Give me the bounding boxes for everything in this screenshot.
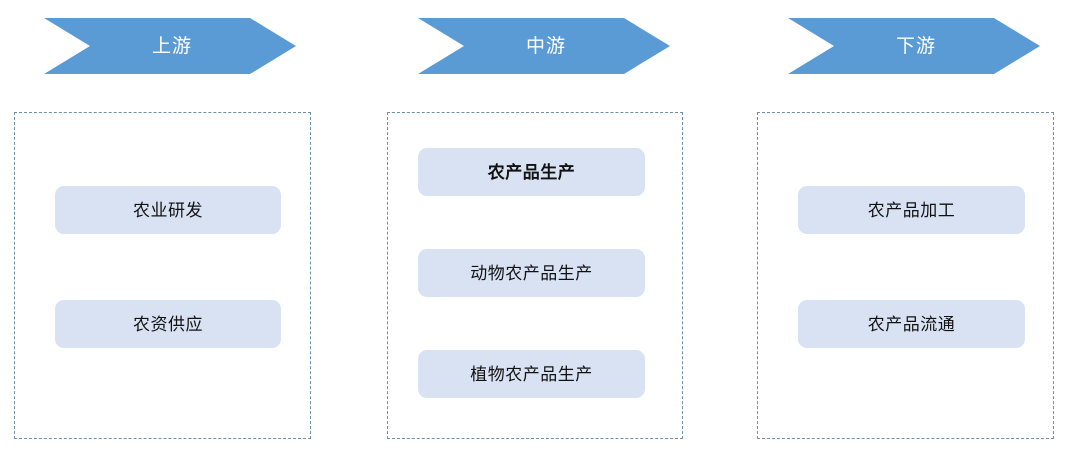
stage-banner-label-downstream: 下游 <box>895 35 936 57</box>
chain-node-downstream-1[interactable]: 农产品加工 <box>798 186 1025 234</box>
stage-banner-upstream: 上游 <box>44 18 296 74</box>
chain-node-midstream-1[interactable]: 农产品生产 <box>418 148 645 196</box>
stage-container-midstream <box>387 112 683 439</box>
chain-node-label: 植物农产品生产 <box>470 364 593 384</box>
chain-node-midstream-2[interactable]: 动物农产品生产 <box>418 249 645 297</box>
stage-container-upstream <box>14 112 311 439</box>
stage-banner-midstream: 中游 <box>418 18 670 74</box>
chain-node-label: 农业研发 <box>133 200 203 220</box>
stage-banner-label-upstream: 上游 <box>151 35 192 57</box>
chain-node-label: 农产品生产 <box>487 162 576 182</box>
chain-node-upstream-1[interactable]: 农业研发 <box>55 186 281 234</box>
chain-node-label: 农产品加工 <box>867 200 956 220</box>
stage-banner-downstream: 下游 <box>788 18 1040 74</box>
chain-node-midstream-3[interactable]: 植物农产品生产 <box>418 350 645 398</box>
chain-node-label: 农资供应 <box>133 314 203 334</box>
chain-node-downstream-2[interactable]: 农产品流通 <box>798 300 1025 348</box>
chain-node-label: 农产品流通 <box>867 314 956 334</box>
chain-node-upstream-2[interactable]: 农资供应 <box>55 300 281 348</box>
stage-banner-label-midstream: 中游 <box>525 35 566 57</box>
stage-container-downstream <box>757 112 1054 439</box>
chain-node-label: 动物农产品生产 <box>470 263 593 283</box>
